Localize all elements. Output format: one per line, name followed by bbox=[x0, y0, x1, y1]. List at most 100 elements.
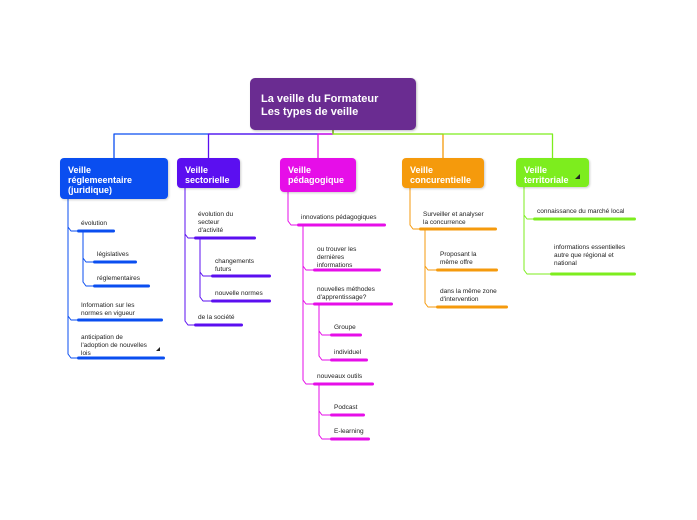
subtopic-label-line: Surveiller et analyser bbox=[423, 211, 484, 218]
branch-label-line: sectorielle bbox=[185, 175, 230, 185]
branch-label-line: Veille bbox=[68, 165, 92, 175]
connector bbox=[302, 225, 313, 385]
subtopic-label-line: nouvelle normes bbox=[215, 290, 263, 297]
subtopic[interactable]: E-learning bbox=[334, 428, 364, 436]
connector bbox=[332, 130, 554, 158]
subtopic[interactable]: législatives bbox=[97, 251, 129, 259]
subtopic-label-line: E-learning bbox=[334, 428, 364, 435]
subtopic-label-line: d'intervention bbox=[440, 296, 479, 303]
topic-underline bbox=[330, 413, 365, 417]
subtopic-label-line: national bbox=[554, 260, 577, 267]
branch-label-line: Veille bbox=[288, 165, 312, 175]
subtopic-label-line: l'adoption de nouvelles bbox=[81, 342, 147, 349]
subtopic-label-line: législatives bbox=[97, 251, 129, 258]
topic-underline bbox=[211, 274, 271, 278]
topic-underline bbox=[533, 217, 636, 221]
subtopic[interactable]: nouvelle normes bbox=[215, 290, 263, 298]
subtopic-label-line: dernières bbox=[317, 254, 345, 261]
subtopic-label-line: nouvelles méthodes bbox=[317, 286, 375, 293]
topic-underline bbox=[77, 229, 115, 233]
topic-underline bbox=[436, 305, 508, 309]
subtopic[interactable]: réglementaires bbox=[97, 275, 140, 283]
topic-underline bbox=[550, 272, 636, 276]
connector bbox=[67, 199, 77, 359]
subtopic[interactable]: innovations pédagogiques bbox=[301, 214, 377, 222]
subtopic-label-line: de la société bbox=[198, 314, 235, 321]
subtopic-label-line: évolution du bbox=[198, 211, 234, 218]
topic-underline bbox=[194, 236, 256, 240]
connector bbox=[302, 225, 313, 271]
branch-label-line: pédagogique bbox=[288, 175, 344, 185]
subtopic-label-line: lois bbox=[81, 350, 91, 357]
subtopic[interactable]: évolution bbox=[81, 220, 107, 228]
connector bbox=[67, 199, 77, 321]
connector bbox=[184, 188, 194, 326]
connector bbox=[287, 192, 297, 226]
connector bbox=[424, 229, 436, 271]
subtopic-label-line: Podcast bbox=[334, 404, 358, 411]
collapse-indicator-icon[interactable] bbox=[575, 174, 580, 179]
connector bbox=[424, 229, 436, 308]
branch-label-line: concurentielle bbox=[410, 175, 472, 185]
subtopic-label-line: normes en vigueur bbox=[81, 310, 135, 317]
connector bbox=[82, 231, 93, 287]
root-title-line2: Les types de veille bbox=[261, 106, 359, 118]
topic-underline bbox=[211, 299, 271, 303]
topic-underline bbox=[419, 227, 497, 231]
collapse-indicator-icon[interactable] bbox=[156, 347, 160, 351]
subtopic[interactable]: Podcast bbox=[334, 404, 358, 412]
branch-label-line: Veille bbox=[524, 165, 548, 175]
subtopic-label-line: Groupe bbox=[334, 324, 356, 331]
root-title-line1: La veille du Formateur bbox=[261, 93, 379, 105]
connector bbox=[184, 188, 194, 239]
subtopic-label-line: la concurrence bbox=[423, 219, 466, 226]
subtopic-label-line: autre que régional et bbox=[554, 252, 614, 259]
connector bbox=[302, 225, 313, 305]
connector bbox=[82, 231, 93, 263]
subtopic-label-line: connaissance du marché local bbox=[537, 208, 625, 215]
subtopic[interactable]: Groupe bbox=[334, 324, 356, 332]
connector bbox=[318, 304, 330, 336]
root-topic[interactable]: La veille du Formateur Les types de veil… bbox=[250, 78, 416, 130]
connector bbox=[207, 130, 334, 158]
topic-underline bbox=[330, 358, 368, 362]
topic-underline bbox=[77, 356, 165, 360]
subtopic-label-line: changements bbox=[215, 258, 255, 265]
subtopic-label-line: d'apprentissage? bbox=[317, 294, 367, 301]
subtopic[interactable]: de la société bbox=[198, 314, 235, 322]
subtopic-label-line: anticipation de bbox=[81, 334, 123, 341]
topic-underline bbox=[313, 268, 381, 272]
branch-label-line: (juridique) bbox=[68, 185, 112, 195]
subtopic-label-line: même offre bbox=[440, 259, 473, 266]
subtopic-label-line: d'activité bbox=[198, 227, 224, 234]
branch-label-line: Veille bbox=[410, 165, 434, 175]
branch-label-line: réglemeentaire bbox=[68, 175, 133, 185]
connector bbox=[318, 304, 330, 361]
branch-label-line: territoriale bbox=[524, 175, 569, 185]
branch-label-line: Veille bbox=[185, 165, 209, 175]
topic-underline bbox=[313, 302, 393, 306]
subtopic[interactable]: connaissance du marché local bbox=[537, 208, 624, 216]
connector bbox=[523, 187, 533, 220]
subtopic[interactable]: nouveaux outils bbox=[317, 373, 362, 381]
subtopic-label-line: futurs bbox=[215, 266, 232, 273]
subtopic[interactable]: individuel bbox=[334, 349, 361, 357]
subtopic-label-line: réglementaires bbox=[97, 275, 140, 282]
connector bbox=[67, 199, 77, 232]
